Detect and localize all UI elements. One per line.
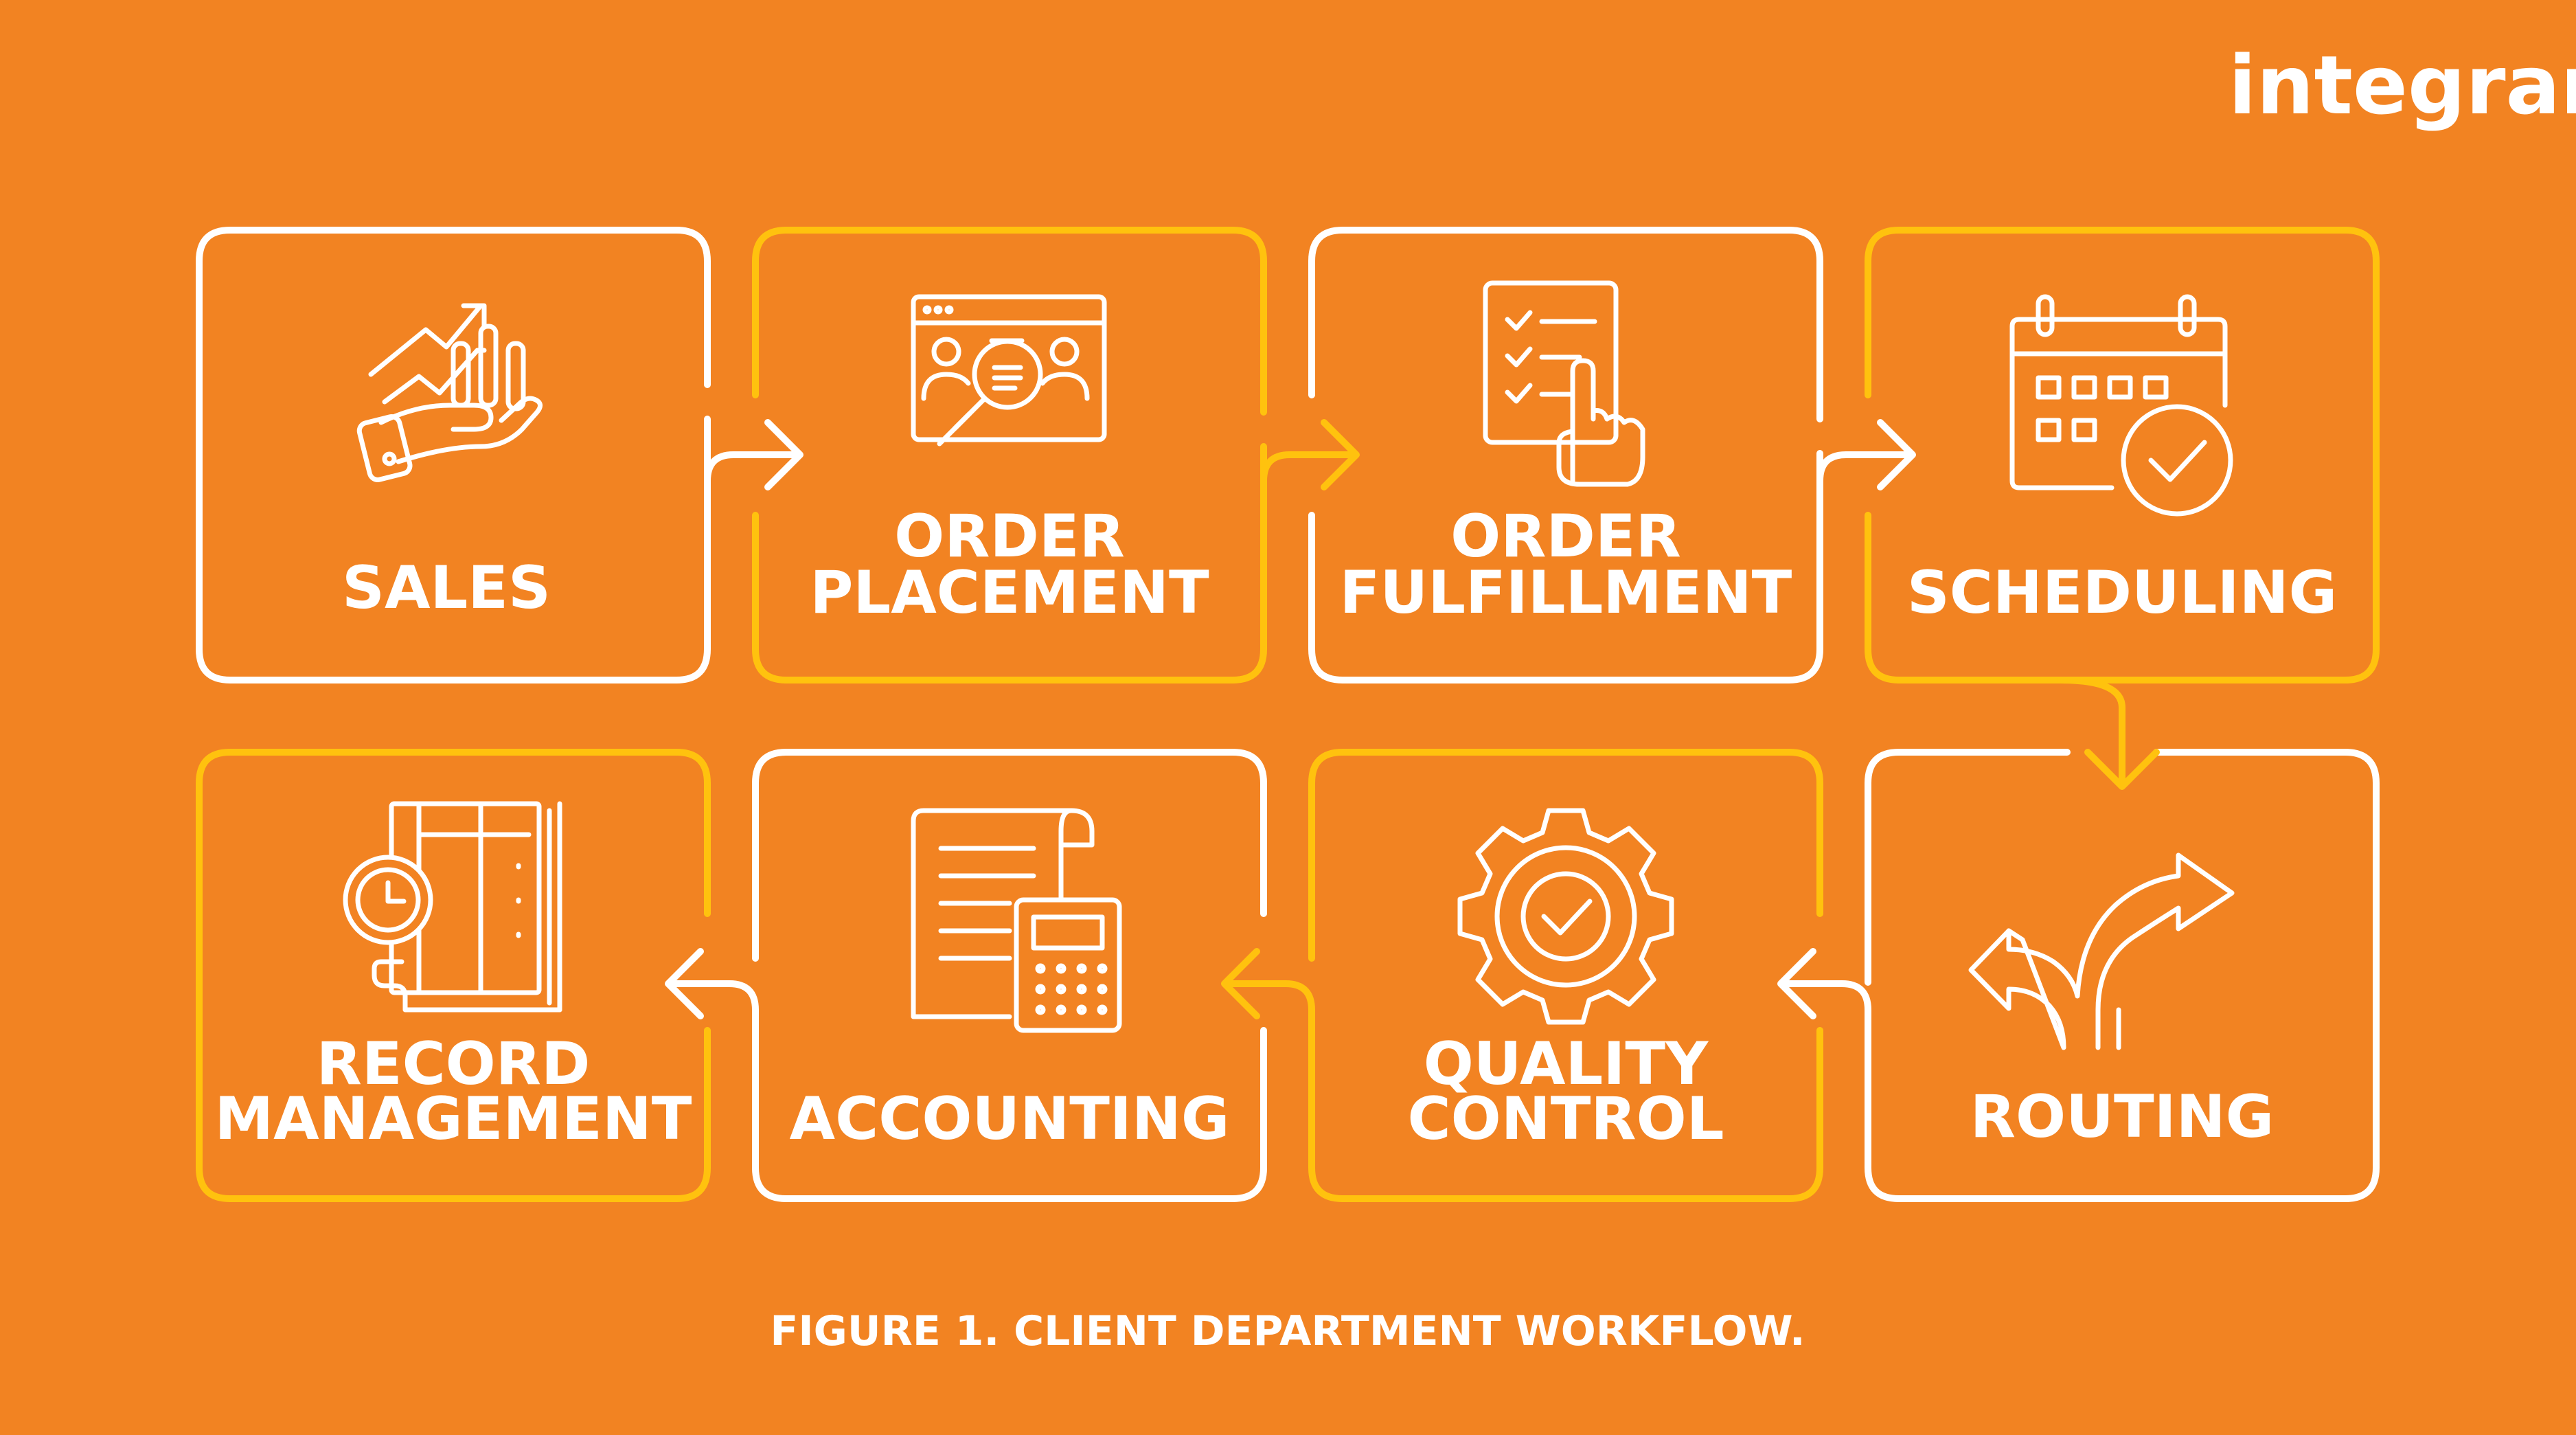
step-record-management-label-line2: MANAGEMENT [215,1085,692,1153]
step-routing: ROUTING [1970,1083,2274,1151]
step-sales: SALES [342,554,551,622]
step-record-management-label-line1: RECORD [317,1030,591,1098]
box-accounting [752,749,1267,1202]
step-routing-label: ROUTING [1970,1083,2274,1151]
sales-growth-icon [356,303,543,482]
integrant-logo: integrant [2229,38,2576,133]
step-quality-control-label-line2: CONTROL [1408,1085,1724,1153]
invoice-calculator-icon [911,808,1122,1033]
step-quality-control-label-line1: QUALITY [1424,1030,1709,1098]
connector-sales-to-order-placement [704,419,803,498]
step-order-fulfillment: ORDER FULFILLMENT [1340,502,1792,627]
connector-quality-control-to-accounting [1221,948,1315,1041]
connector-fulfillment-to-scheduling [1816,419,1916,512]
box-order-fulfillment [1308,227,1823,683]
step-order-placement-label-line1: ORDER [894,502,1125,571]
step-sales-label: SALES [342,554,551,622]
split-arrows-icon [1968,852,2235,1050]
checklist-hand-icon [1483,280,1645,487]
box-order-placement [752,227,1267,683]
step-order-fulfillment-label-line1: ORDER [1450,502,1681,571]
calendar-check-icon [2009,294,2233,517]
step-scheduling: SCHEDULING [1907,558,2337,627]
box-sales [196,227,711,683]
step-order-placement: ORDER PLACEMENT [810,502,1209,627]
figure-caption: FIGURE 1. CLIENT DEPARTMENT WORKFLOW. [770,1307,1805,1355]
step-record-management: RECORD MANAGEMENT [215,1030,692,1153]
step-order-fulfillment-label-line2: FULFILLMENT [1340,558,1792,627]
step-order-placement-label-line2: PLACEMENT [810,558,1209,627]
connector-accounting-to-record-management [665,948,759,1041]
box-routing [1865,749,2380,1202]
connector-order-placement-to-fulfillment [1260,419,1360,512]
browser-search-icon [911,294,1107,447]
connector-routing-to-quality-control [1777,948,1871,1048]
step-scheduling-label: SCHEDULING [1907,558,2337,627]
box-scheduling [1865,227,2380,683]
step-accounting-label: ACCOUNTING [790,1085,1230,1153]
connector-scheduling-to-routing [2057,677,2160,790]
step-quality-control: QUALITY CONTROL [1408,1030,1724,1153]
box-quality-control [1308,749,1823,1202]
records-clock-icon [343,801,562,1013]
step-accounting: ACCOUNTING [790,1085,1230,1153]
gear-check-icon [1457,808,1674,1025]
box-record-management [196,749,711,1202]
